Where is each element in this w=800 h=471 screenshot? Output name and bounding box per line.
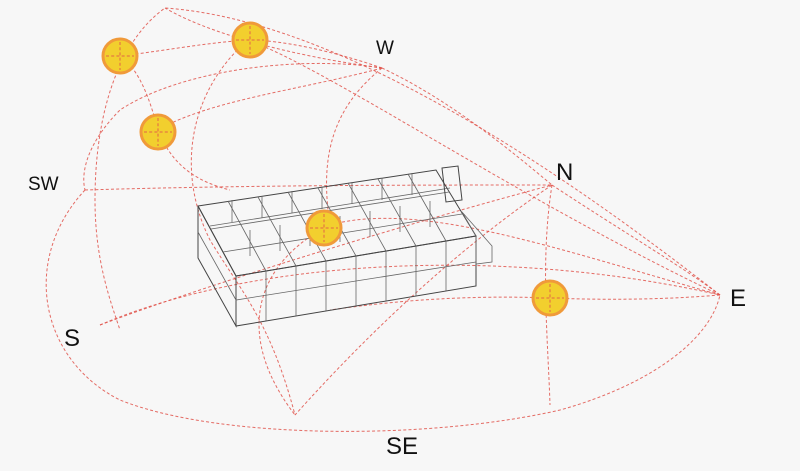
upper-sun-track-2: [119, 39, 251, 57]
sun-icon: [305, 209, 343, 247]
compass-label-n: N: [556, 159, 573, 186]
e-to-sun-arc: [329, 294, 721, 311]
building-roof-grid-depth: [227, 173, 447, 272]
w-fan-4: [326, 67, 383, 226]
dome-arc-3: [258, 217, 721, 416]
w-fan-1: [164, 7, 383, 69]
s-to-n-arc: [99, 184, 553, 326]
horizon-arc: [45, 189, 721, 432]
upper-sun-track: [119, 55, 231, 191]
outer-dome-arc: [94, 7, 721, 331]
compass-label-se: SE: [386, 433, 418, 460]
w-fan-3: [157, 67, 383, 131]
building-frame-icon: [197, 165, 493, 328]
compass-labels: W SW N E S SE: [28, 38, 746, 460]
compass-label-sw: SW: [28, 174, 59, 195]
n-to-bottom-line: [294, 184, 553, 416]
building-floor-line-1: [197, 231, 477, 301]
sun-icon: [101, 37, 139, 75]
compass-label-w: W: [376, 38, 394, 59]
sun-path-arcs: [45, 7, 721, 432]
compass-label-s: S: [64, 325, 80, 352]
dome-arc-2: [190, 39, 721, 416]
s-to-e-arc: [99, 264, 721, 326]
building-front-columns: [265, 241, 447, 321]
w-to-sw-arc: [83, 62, 383, 191]
sun-icon: [531, 279, 569, 317]
w-to-n-arc: [381, 67, 553, 186]
compass-label-e: E: [730, 285, 746, 312]
sun-icon: [139, 113, 177, 151]
building-annex: [441, 165, 463, 203]
building-annex-box: [461, 211, 493, 265]
building-left-face: [197, 205, 237, 328]
sun-positions: [101, 21, 569, 317]
n-to-e-arc: [551, 184, 721, 296]
n-to-se-line: [545, 184, 553, 406]
building-floor-line-2: [209, 187, 451, 227]
sun-icon: [231, 21, 269, 59]
w-fan-2: [247, 39, 383, 69]
